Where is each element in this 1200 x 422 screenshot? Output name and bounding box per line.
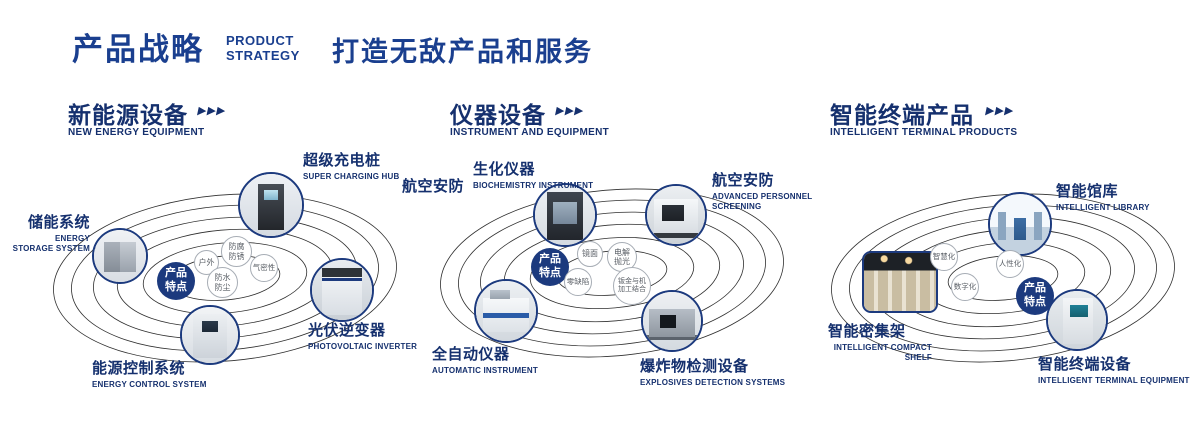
product-circle-intelligent-library (988, 192, 1052, 256)
triple-arrow-icon: ▶▶▶ (984, 105, 1016, 117)
section-subtitle-new-energy: NEW ENERGY EQUIPMENT (68, 127, 205, 138)
section-subtitle-intelligent: INTELLIGENT TERMINAL PRODUCTS (830, 127, 1018, 138)
compact-shelf-image (864, 253, 936, 311)
page-title: 产品战略 (72, 32, 204, 67)
label-explosives-detection-zh: 爆炸物检测设备 (640, 358, 749, 375)
product-rect-compact-shelf (862, 251, 938, 313)
product-circle-personnel-screening (645, 184, 707, 246)
label-intelligent-library-en: INTELLIGENT LIBRARY (1056, 203, 1150, 212)
label-terminal-equipment: 智能终端设备 INTELLIGENT TERMINAL EQUIPMENT (1038, 356, 1190, 386)
label-super-charging-hub-en: SUPER CHARGING HUB (303, 172, 400, 181)
label-energy-storage-zh: 储能系统 (27, 214, 90, 231)
product-features-badge-intelligent: 产品特点 (1016, 277, 1054, 315)
energy-storage-image (94, 230, 146, 282)
label-energy-control: 能源控制系统 ENERGY CONTROL SYSTEM (92, 360, 207, 390)
pv-inverter-image (312, 260, 372, 320)
label-explosives-detection-en: EXPLOSIVES DETECTION SYSTEMS (640, 378, 786, 387)
label-energy-storage-en: ENERGY STORAGE SYSTEM (12, 234, 90, 253)
section-title-instrument: 仪器设备 (450, 102, 546, 128)
feature-bubble-waterproof: 防水防尘 (207, 267, 238, 298)
label-biochemistry-zh: 生化仪器 (473, 161, 536, 178)
label-automatic-instrument: 全自动仪器 AUTOMATIC INSTRUMENT (432, 346, 538, 376)
label-automatic-instrument-zh: 全自动仪器 (432, 346, 510, 363)
feature-bubble-anticorrosion: 防腐防锈 (221, 236, 252, 267)
page-title-english-line2: STRATEGY (226, 47, 300, 63)
intelligent-library-image (990, 194, 1050, 254)
feature-bubble-digitization: 数字化 (951, 273, 979, 301)
label-pv-inverter: 光伏逆变器 PHOTOVOLTAIC INVERTER (308, 322, 417, 352)
label-personnel-screening: 航空安防 ADVANCED PERSONNEL SCREENING (712, 172, 822, 211)
page-title-english-line1: PRODUCT (226, 33, 294, 48)
triple-arrow-icon: ▶▶▶ (554, 105, 586, 117)
feature-bubble-outdoor: 户外 (194, 250, 219, 275)
label-energy-storage: 储能系统 ENERGY STORAGE SYSTEM (12, 214, 90, 253)
explosives-detection-image (643, 292, 701, 350)
label-automatic-instrument-en: AUTOMATIC INSTRUMENT (432, 366, 538, 375)
label-compact-shelf-zh: 智能密集架 (828, 323, 906, 340)
orbit-rings-instrument (440, 188, 784, 358)
product-circle-energy-control (180, 305, 240, 365)
label-energy-control-en: ENERGY CONTROL SYSTEM (92, 380, 207, 389)
page-title-english: PRODUCT STRATEGY (226, 33, 300, 63)
feature-bubble-airtightness: 气密性 (250, 254, 278, 282)
feature-bubble-zero-defect: 零缺陷 (564, 268, 592, 296)
feature-bubble-humanization: 人性化 (996, 250, 1024, 278)
label-super-charging-hub: 超级充电桩 SUPER CHARGING HUB (303, 152, 400, 182)
biochemistry-instrument-image (535, 185, 595, 245)
label-pv-inverter-zh: 光伏逆变器 (308, 322, 386, 339)
product-circle-automatic-instrument (474, 279, 538, 343)
product-features-badge-label: 产品特点 (1024, 282, 1046, 308)
section-subtitle-instrument: INSTRUMENT AND EQUIPMENT (450, 127, 610, 138)
product-features-badge-label: 产品特点 (165, 267, 187, 293)
product-features-badge-label: 产品特点 (539, 253, 561, 279)
product-circle-energy-storage (92, 228, 148, 284)
label-super-charging-hub-zh: 超级充电桩 (303, 152, 381, 169)
section-title-new-energy: 新能源设备 (68, 102, 188, 128)
label-personnel-screening-zh: 航空安防 (712, 172, 775, 189)
super-charging-hub-image (240, 174, 302, 236)
page-slogan: 打造无敌产品和服务 (332, 37, 593, 67)
feature-bubble-sheetmetal-machining: 钣金与机加工结合 (613, 267, 651, 305)
label-terminal-equipment-en: INTELLIGENT TERMINAL EQUIPMENT (1038, 376, 1190, 385)
label-aviation-security-side: 航空安防 (402, 178, 465, 195)
product-circle-terminal-equipment (1046, 289, 1108, 351)
product-circle-pv-inverter (310, 258, 374, 322)
label-energy-control-zh: 能源控制系统 (92, 360, 186, 377)
label-terminal-equipment-zh: 智能终端设备 (1038, 356, 1132, 373)
label-biochemistry: 生化仪器 BIOCHEMISTRY INSTRUMENT (473, 161, 593, 191)
product-circle-super-charging-hub (238, 172, 304, 238)
product-circle-explosives-detection (641, 290, 703, 352)
label-intelligent-library: 智能馆库 INTELLIGENT LIBRARY (1056, 183, 1150, 213)
label-biochemistry-en: BIOCHEMISTRY INSTRUMENT (473, 181, 594, 190)
personnel-screening-image (647, 186, 705, 244)
feature-bubble-intelligentization: 智慧化 (930, 243, 958, 271)
label-pv-inverter-en: PHOTOVOLTAIC INVERTER (308, 342, 418, 351)
product-features-badge-instrument: 产品特点 (531, 248, 569, 286)
label-compact-shelf: 智能密集架 INTELLIGENT COMPACT SHELF (828, 323, 932, 362)
product-circle-biochemistry (533, 183, 597, 247)
energy-control-image (182, 307, 238, 363)
section-title-intelligent: 智能终端产品 (830, 102, 974, 128)
label-explosives-detection: 爆炸物检测设备 EXPLOSIVES DETECTION SYSTEMS (640, 358, 785, 388)
feature-bubble-mirror: 镜面 (577, 241, 603, 267)
terminal-equipment-image (1048, 291, 1106, 349)
product-features-badge-new-energy: 产品特点 (157, 262, 195, 300)
label-personnel-screening-en: ADVANCED PERSONNEL SCREENING (712, 192, 813, 211)
label-compact-shelf-en: INTELLIGENT COMPACT SHELF (833, 343, 932, 362)
automatic-instrument-image (476, 281, 536, 341)
label-intelligent-library-zh: 智能馆库 (1056, 183, 1119, 200)
triple-arrow-icon: ▶▶▶ (196, 105, 228, 117)
